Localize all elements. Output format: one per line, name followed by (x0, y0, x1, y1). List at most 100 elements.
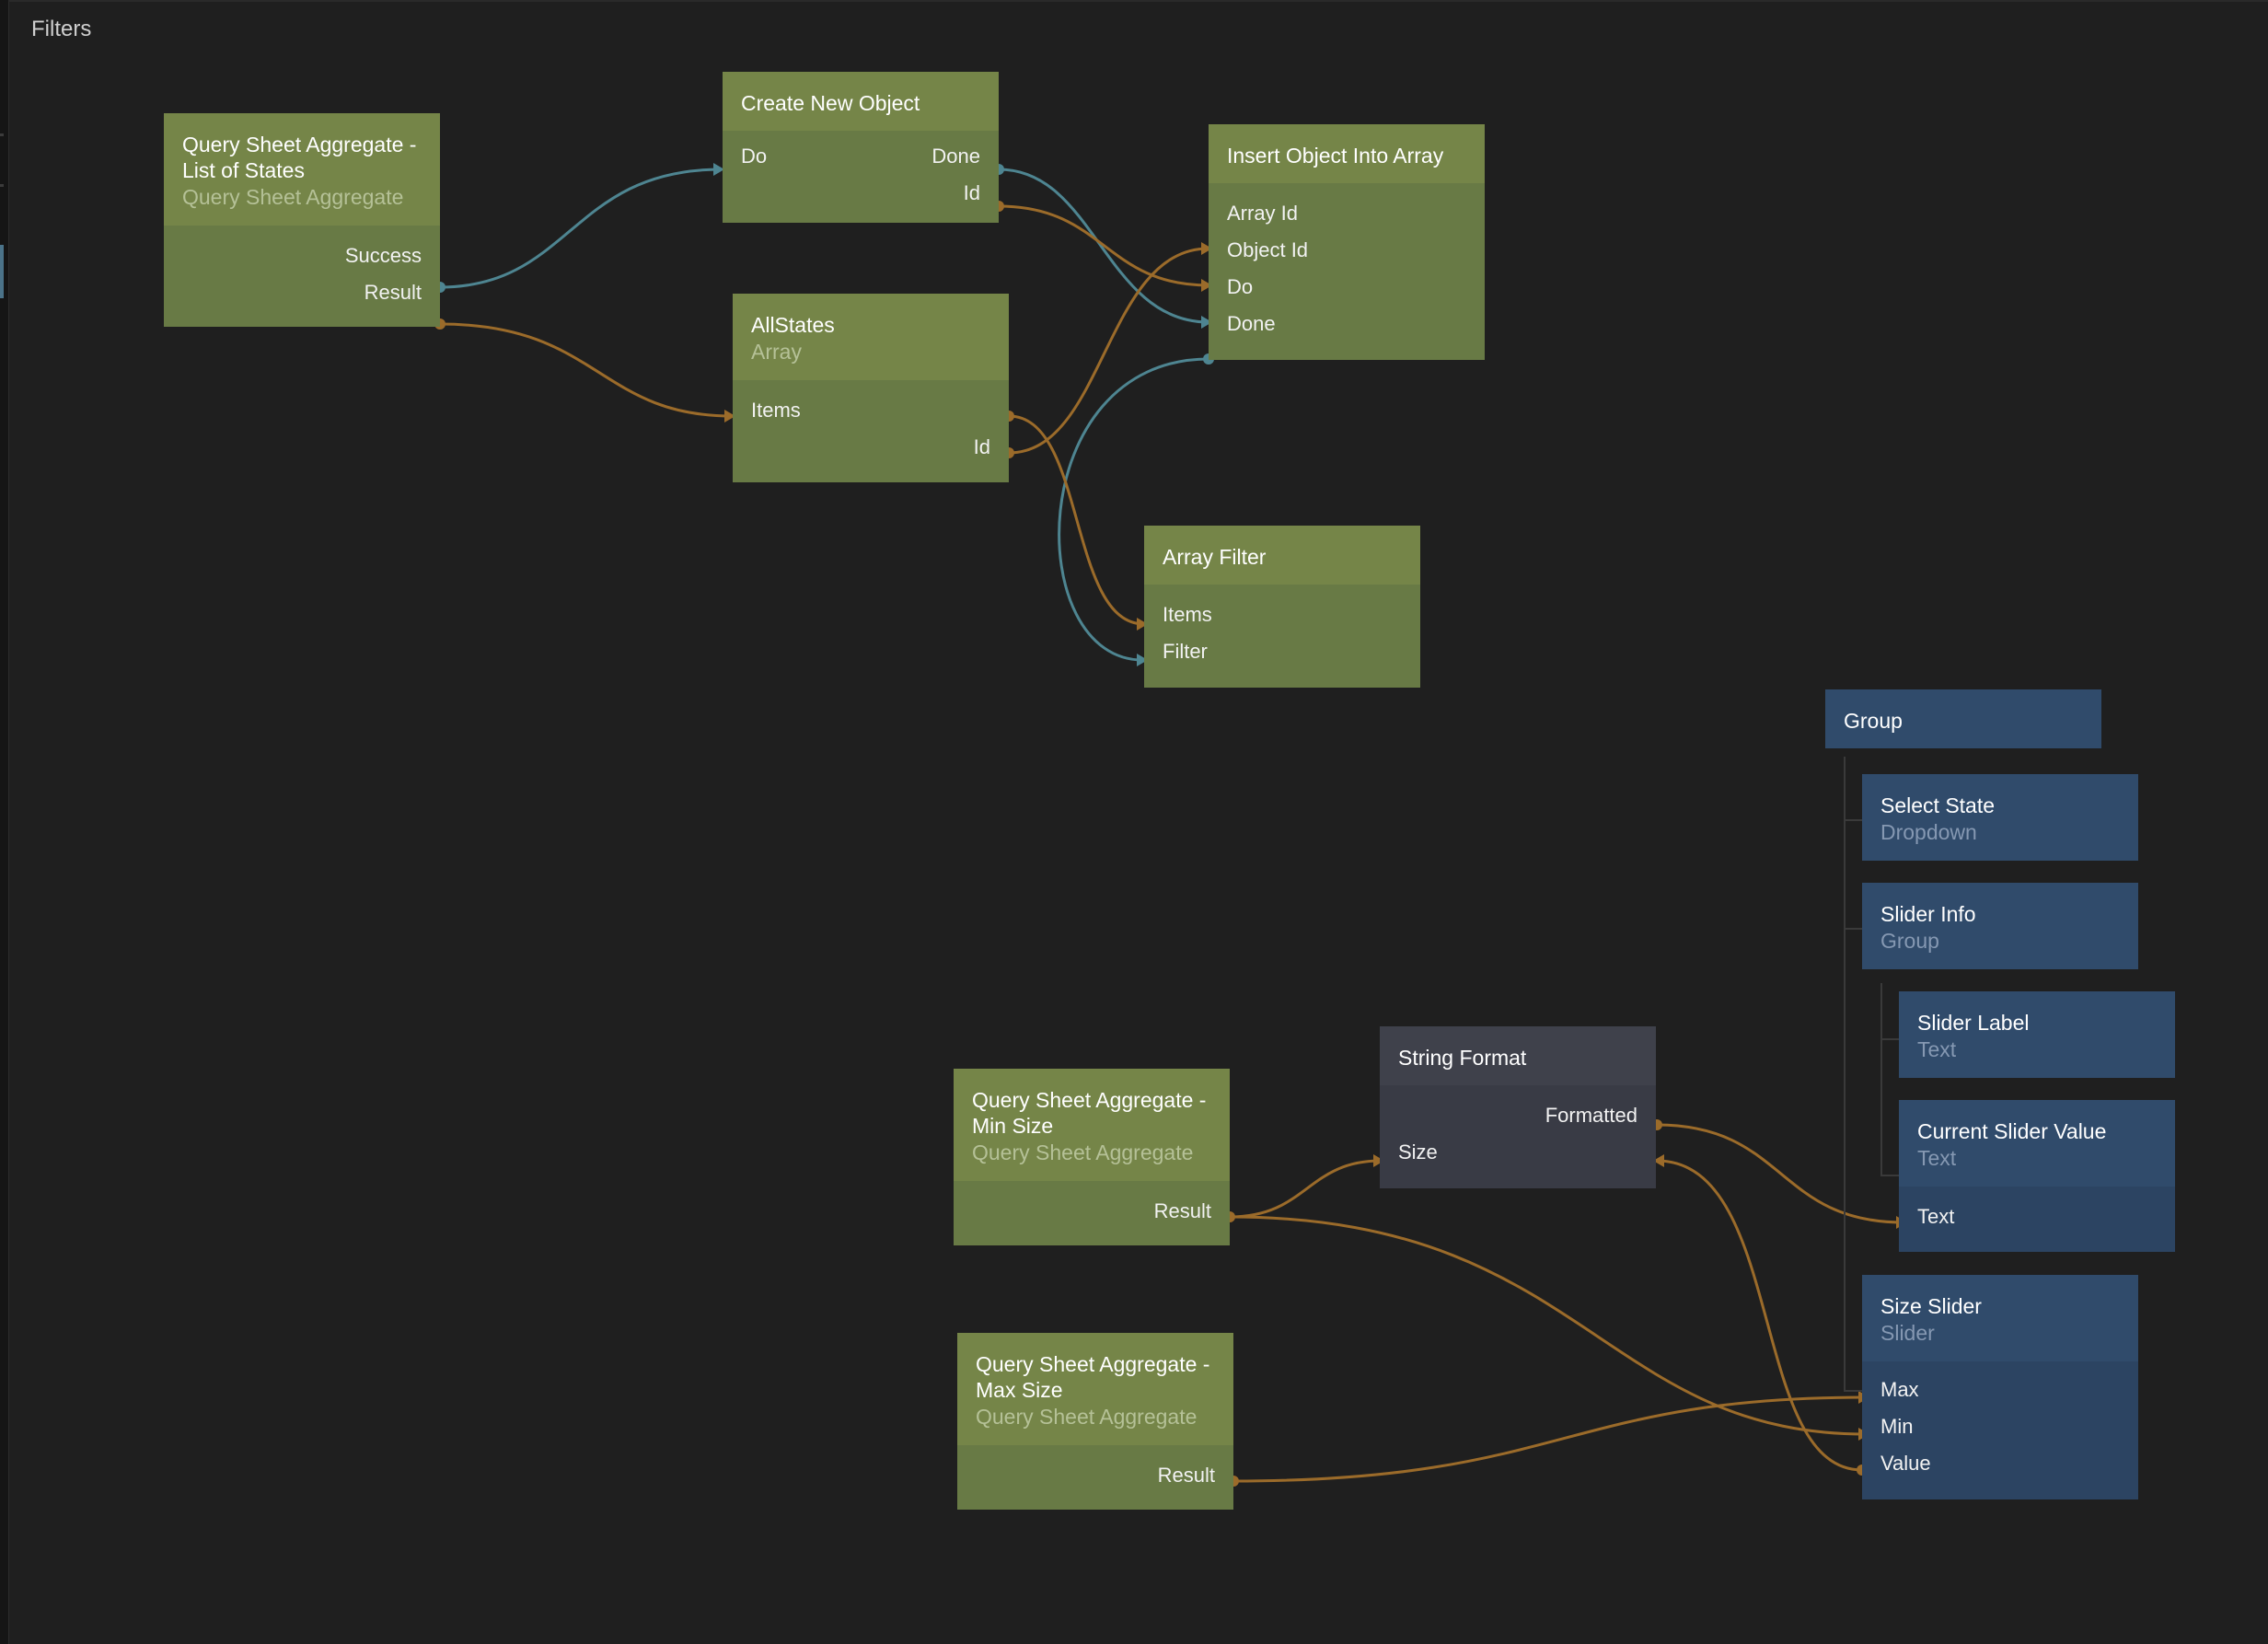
node-header: Insert Object Into Array (1209, 124, 1485, 183)
node-array-filter[interactable]: Array Filter Items Filter (1144, 526, 1420, 688)
node-slider-label[interactable]: Slider Label Text (1899, 991, 2175, 1078)
arrow-items (724, 410, 735, 423)
port-result[interactable]: Result (1157, 1464, 1215, 1487)
tree-branch (1880, 1175, 1899, 1176)
node-ports: Result (954, 1181, 1230, 1245)
node-ports: Formatted Size (1380, 1085, 1656, 1188)
node-subtitle: Query Sheet Aggregate (976, 1405, 1198, 1429)
arrow-filter (1137, 654, 1148, 666)
wire-id-to-array-id (1008, 247, 1209, 455)
port-min[interactable]: Min (1880, 1415, 1914, 1438)
port-array-id[interactable]: Array Id (1227, 202, 1299, 225)
node-title: AllStates (751, 313, 835, 337)
node-title: Create New Object (741, 91, 920, 115)
node-allstates-array[interactable]: AllStates Array Items Id (733, 294, 1009, 482)
node-insert-object-into-array[interactable]: Insert Object Into Array Array Id Object… (1209, 124, 1485, 360)
node-header: AllStates Array (733, 294, 1009, 380)
port-text[interactable]: Text (1917, 1205, 1955, 1228)
node-subtitle: Query Sheet Aggregate (182, 185, 404, 209)
port-done[interactable]: Done (1227, 312, 1276, 335)
wire-id-to-object-id (998, 204, 1209, 287)
port-max[interactable]: Max (1880, 1378, 1919, 1401)
node-title: Current Slider Value (1917, 1119, 2107, 1143)
port-id[interactable]: Id (973, 435, 990, 458)
node-header: Slider Info Group (1862, 883, 2138, 969)
node-subtitle: Query Sheet Aggregate (972, 1140, 1194, 1164)
node-header: Create New Object (723, 72, 999, 131)
node-ports: Success Result (164, 226, 440, 327)
port-filter[interactable]: Filter (1163, 640, 1208, 663)
tree-branch (1844, 928, 1862, 930)
sidebar-mark (0, 184, 4, 187)
node-header: Query Sheet Aggregate - Max Size Query S… (957, 1333, 1233, 1445)
node-size-slider[interactable]: Size Slider Slider Max Min Value (1862, 1275, 2138, 1499)
wire-min-result-to-min (1229, 1215, 1867, 1436)
node-subtitle: Text (1917, 1037, 1957, 1061)
port-formatted[interactable]: Formatted (1545, 1104, 1637, 1127)
node-title: Array Filter (1163, 545, 1267, 569)
port-result[interactable]: Result (1153, 1199, 1211, 1222)
port-size[interactable]: Size (1398, 1140, 1438, 1164)
node-header: Slider Label Text (1899, 991, 2175, 1078)
port-success[interactable]: Success (344, 244, 422, 267)
node-title: Slider Info (1880, 902, 1976, 926)
wire-success-to-do (439, 168, 722, 289)
port-done[interactable]: Done (932, 145, 980, 168)
wire-formatted-to-text (1656, 1123, 1904, 1224)
node-header: Array Filter (1144, 526, 1420, 585)
wire-done-to-filter (1058, 357, 1209, 662)
node-title: Select State (1880, 793, 1996, 817)
tree-line-slider-info (1880, 983, 1882, 1176)
canvas-title: Filters (31, 17, 92, 41)
port-do[interactable]: Do (1227, 275, 1254, 298)
node-header: Select State Dropdown (1862, 774, 2138, 861)
port-object-id[interactable]: Object Id (1227, 238, 1309, 261)
node-query-sheet-aggregate-max-size[interactable]: Query Sheet Aggregate - Max Size Query S… (957, 1333, 1233, 1510)
node-query-sheet-aggregate-states[interactable]: Query Sheet Aggregate - List of States Q… (164, 113, 440, 327)
node-ports: Result (957, 1445, 1233, 1510)
arrow-size (1373, 1154, 1384, 1167)
left-sidebar-edge (0, 0, 9, 1644)
port-result[interactable]: Result (364, 281, 422, 304)
tree-branch (1880, 1038, 1899, 1040)
node-header: Query Sheet Aggregate - List of States Q… (164, 113, 440, 226)
wire-value-to-size (1656, 1159, 1863, 1472)
port-id[interactable]: Id (963, 181, 980, 204)
node-subtitle: Slider (1880, 1321, 1935, 1345)
node-ports: Max Min Value (1862, 1361, 2138, 1499)
top-border (8, 0, 2268, 2)
node-ports: Text (1899, 1187, 2175, 1252)
node-ports: Do Done Id (723, 131, 999, 223)
node-group[interactable]: Group (1825, 689, 2101, 748)
node-query-sheet-aggregate-min-size[interactable]: Query Sheet Aggregate - Min Size Query S… (954, 1069, 1230, 1245)
node-ports: Items Filter (1144, 585, 1420, 688)
node-ports: Items Id (733, 380, 1009, 482)
node-title: Size Slider (1880, 1294, 1982, 1318)
node-header: String Format (1380, 1026, 1656, 1085)
arrow-array-id (1201, 242, 1212, 255)
node-current-slider-value[interactable]: Current Slider Value Text Text (1899, 1100, 2175, 1252)
node-subtitle: Dropdown (1880, 820, 1977, 844)
wire-max-result-to-max (1232, 1395, 1867, 1483)
node-title: Insert Object Into Array (1227, 144, 1444, 168)
port-do[interactable]: Do (741, 145, 768, 168)
node-string-format[interactable]: String Format Formatted Size (1380, 1026, 1656, 1188)
node-title: Query Sheet Aggregate - Min Size (972, 1088, 1207, 1138)
node-title: Query Sheet Aggregate - Max Size (976, 1352, 1210, 1402)
wire-min-result-to-size (1229, 1159, 1382, 1219)
arrow-object-id (1201, 279, 1212, 292)
node-create-new-object[interactable]: Create New Object Do Done Id (723, 72, 999, 223)
wire-result-to-items (439, 322, 733, 418)
node-subtitle: Group (1880, 929, 1939, 953)
node-title: Slider Label (1917, 1011, 2030, 1035)
port-value[interactable]: Value (1880, 1452, 1931, 1475)
node-select-state[interactable]: Select State Dropdown (1862, 774, 2138, 861)
node-slider-info[interactable]: Slider Info Group (1862, 883, 2138, 969)
port-items[interactable]: Items (751, 399, 801, 422)
sidebar-active-mark[interactable] (0, 245, 4, 298)
arrow-insert-do (1201, 316, 1212, 329)
wire-done-to-do (998, 168, 1209, 324)
port-items[interactable]: Items (1163, 603, 1212, 626)
